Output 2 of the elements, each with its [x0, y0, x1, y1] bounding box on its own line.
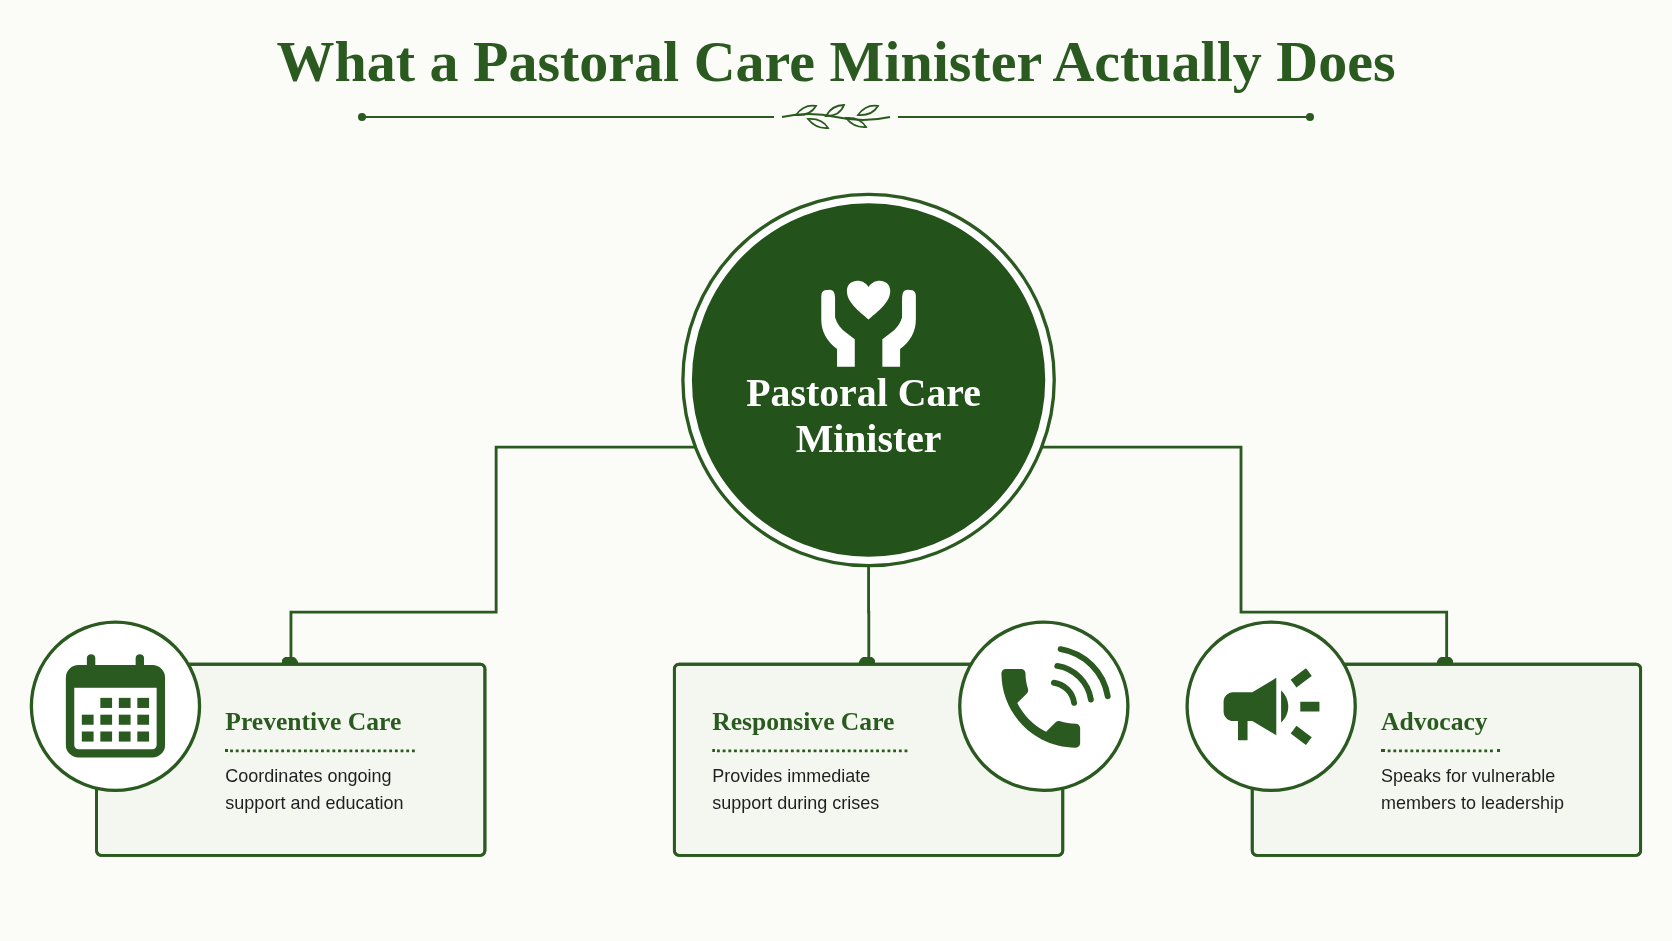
node-circle: Pastoral Care Minister: [681, 192, 1056, 568]
title: What a Pastoral Care Minister Actually Does: [276, 30, 1396, 94]
